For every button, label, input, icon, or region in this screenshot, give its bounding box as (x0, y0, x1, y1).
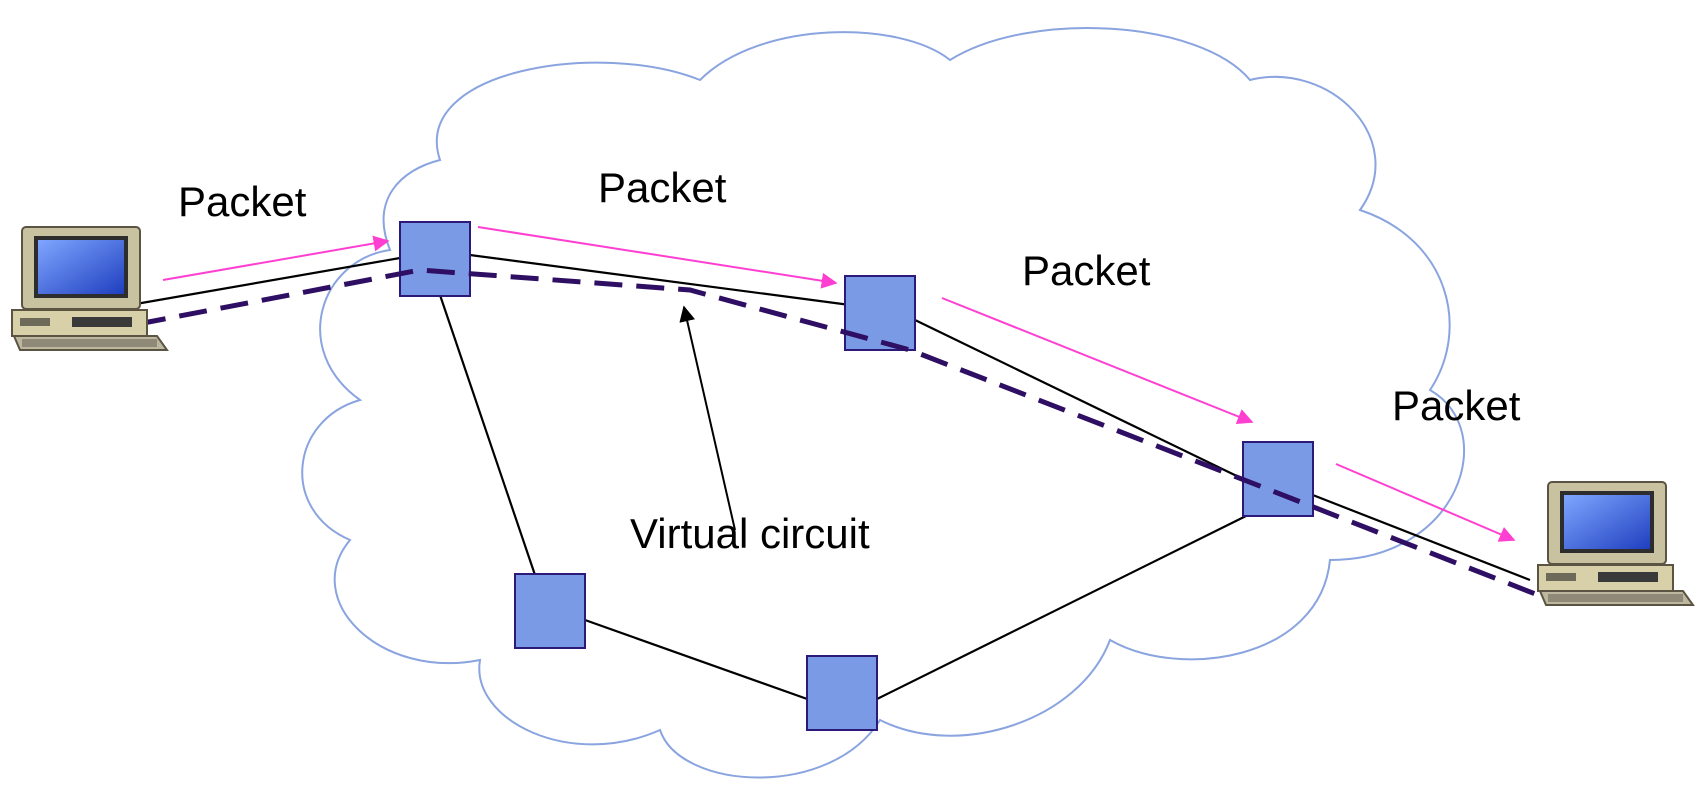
packet-arrow-1 (162, 235, 390, 281)
packet-arrow-2 (477, 226, 838, 289)
packet-arrows (162, 226, 1516, 542)
link-router-5-to-router-3 (874, 514, 1249, 701)
link-router-1-to-router-4 (438, 294, 537, 576)
packet-label-1: Packet (178, 178, 307, 225)
routers (399, 221, 1314, 731)
packet-arrow-3 (941, 297, 1254, 425)
router-5 (806, 655, 878, 731)
packet-label-3: Packet (1022, 247, 1151, 294)
link-router-1-to-router-2 (469, 253, 851, 307)
link-router-2-to-router-3 (914, 319, 1246, 481)
router-1 (399, 221, 471, 297)
virtual-circuit-label: Virtual circuit (630, 510, 870, 557)
network-links (129, 253, 1531, 702)
virtual-circuit-path (137, 267, 1539, 598)
network-cloud (301, 27, 1466, 779)
link-host-left-to-router-1 (129, 256, 401, 307)
router-2 (844, 275, 916, 351)
computer-icon (11, 226, 169, 351)
packet-label-4: Packet (1392, 382, 1521, 429)
computer-icon (1537, 481, 1695, 606)
link-router-3-to-host-right (1299, 488, 1531, 582)
link-router-4-to-router-5 (584, 618, 811, 702)
router-4 (514, 573, 586, 649)
packet-label-2: Packet (598, 164, 727, 211)
virtual-circuit-pointer-arrow (679, 305, 736, 531)
router-3 (1242, 441, 1314, 517)
packet-arrow-4 (1335, 463, 1516, 542)
